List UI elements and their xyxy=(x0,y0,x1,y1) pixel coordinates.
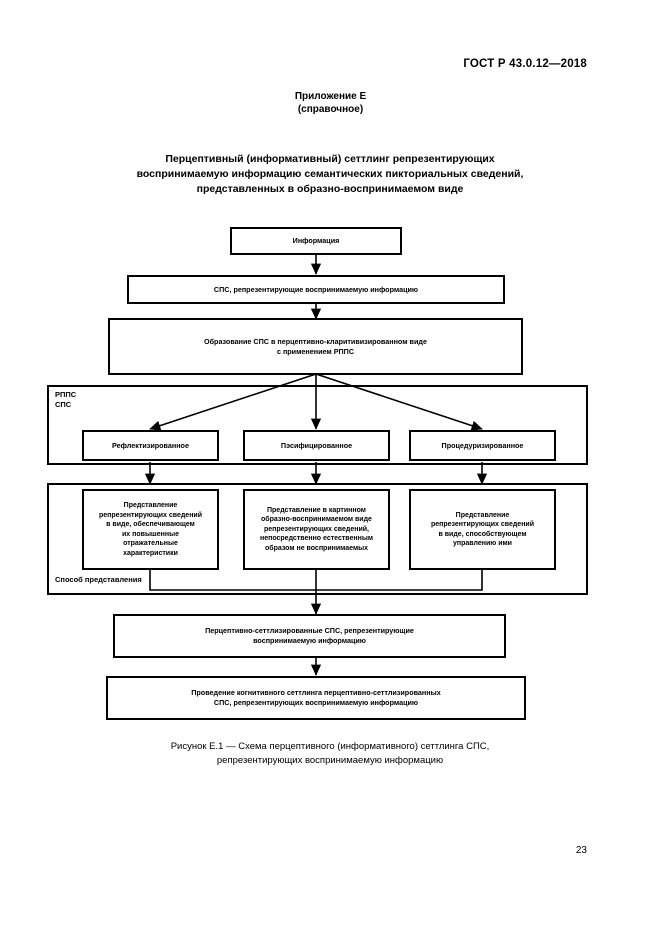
page-title: Перцептивный (информативный) сеттлинг ре… xyxy=(60,152,600,197)
group-presentation-method-label: Способ представления xyxy=(55,575,142,584)
page-title-line-1: Перцептивный (информативный) сеттлинг ре… xyxy=(165,153,495,165)
node-presentation-reflective: Представление репрезентирующих сведений … xyxy=(82,489,219,570)
node-presentation-control: Представление репрезентирующих сведений … xyxy=(409,489,556,570)
page-title-line-3: представленных в образно-воспринимаемом … xyxy=(196,183,464,195)
node-information: Информация xyxy=(230,227,402,255)
appendix-heading: Приложение Е (справочное) xyxy=(0,90,661,116)
figure-caption-line-1: Рисунок Е.1 — Схема перцептивного (инфор… xyxy=(170,741,490,752)
node-sps-representing: СПС, репрезентирующие воспринимаемую инф… xyxy=(127,275,505,304)
standard-header: ГОСТ Р 43.0.12—2018 xyxy=(463,58,587,70)
flowchart-diagram: Информация СПС, репрезентирующие восприн… xyxy=(0,222,661,722)
appendix-subtitle: (справочное) xyxy=(297,104,364,115)
node-presentation-pictorial: Представление в картинном образно-воспри… xyxy=(243,489,390,570)
appendix-title: Приложение Е xyxy=(294,91,367,102)
node-procedurized: Процедуризированное xyxy=(409,430,556,461)
node-reflective: Рефлектизированное xyxy=(82,430,219,461)
group-rpps-sps-label: РППС СПС xyxy=(55,390,77,409)
node-settled-sps: Перцептивно-сеттлизированные СПС, репрез… xyxy=(113,614,506,658)
figure-caption: Рисунок Е.1 — Схема перцептивного (инфор… xyxy=(80,740,580,768)
figure-caption-line-2: репрезентирующих воспринимаемую информац… xyxy=(216,755,444,766)
page-number: 23 xyxy=(575,845,587,856)
node-pacified: Пэсифицированное xyxy=(243,430,390,461)
node-cognitive-settling: Проведение когнитивного сеттлинга перцеп… xyxy=(106,676,526,720)
node-education-sps: Образование СПС в перцептивно-кларитивиз… xyxy=(108,318,523,375)
page-title-line-2: воспринимаемую информацию семантических … xyxy=(136,168,524,180)
